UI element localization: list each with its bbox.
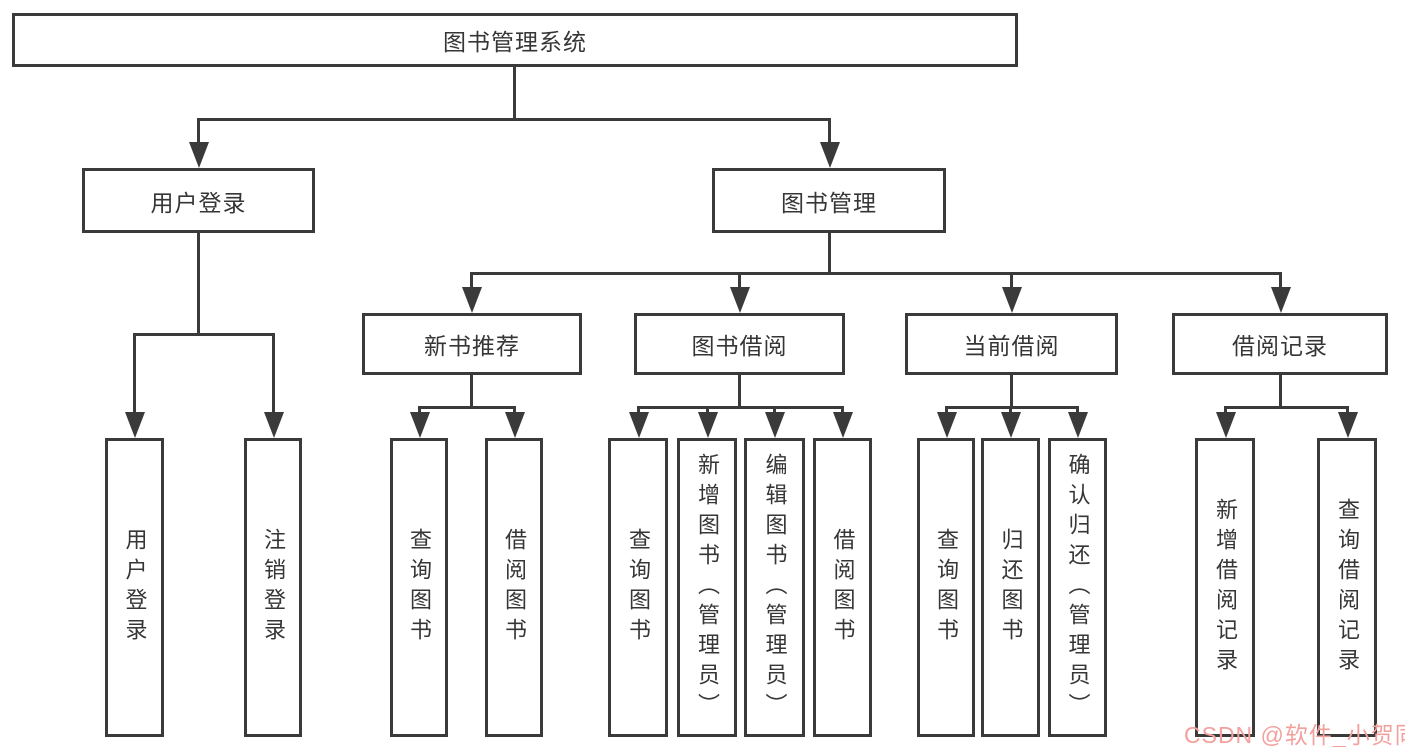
leaf-current-confirm-admin: 确认归还（管理员）	[1048, 438, 1107, 737]
leaf-newbook-borrow: 借阅图书	[485, 438, 543, 737]
arrowhead-icon	[698, 412, 718, 438]
node-current-borrowing-label: 当前借阅	[963, 333, 1060, 359]
arrowhead-icon	[125, 412, 145, 438]
arrowhead-icon	[264, 412, 284, 438]
node-book-borrowing: 图书借阅	[634, 313, 845, 375]
arrowhead-icon	[1338, 412, 1358, 438]
node-root-label: 图书管理系统	[443, 29, 587, 55]
node-root: 图书管理系统	[12, 13, 1018, 67]
leaf-borrow-edit-admin: 编辑图书（管理员）	[744, 438, 805, 737]
connector-line	[945, 406, 1079, 409]
node-user-login-label: 用户登录	[150, 189, 247, 216]
arrowhead-icon	[189, 142, 209, 168]
connector-line	[1279, 375, 1282, 409]
leaf-current-query-label: 查询图书	[934, 527, 959, 648]
connector-line	[197, 118, 831, 121]
node-book-borrowing-label: 图书借阅	[691, 333, 788, 359]
connector-line	[197, 118, 200, 150]
connector-line	[1279, 272, 1282, 290]
arrowhead-icon	[833, 412, 853, 438]
leaf-borrow-borrow: 借阅图书	[813, 438, 872, 737]
leaf-logout: 注销登录	[244, 438, 302, 737]
connector-line	[637, 406, 843, 409]
node-new-book-recommend: 新书推荐	[362, 313, 582, 375]
arrowhead-icon	[629, 412, 649, 438]
leaf-current-return: 归还图书	[981, 438, 1040, 737]
leaf-borrow-query: 查询图书	[608, 438, 668, 737]
node-book-management: 图书管理	[712, 168, 946, 233]
arrowhead-icon	[937, 412, 957, 438]
leaf-current-query: 查询图书	[917, 438, 975, 737]
leaf-borrow-add-admin: 新增图书（管理员）	[677, 438, 737, 737]
arrowhead-icon	[410, 412, 430, 438]
arrowhead-icon	[730, 287, 750, 313]
node-new-book-recommend-label: 新书推荐	[424, 333, 520, 359]
connector-line	[738, 375, 741, 409]
arrowhead-icon	[1216, 412, 1236, 438]
leaf-current-confirm-admin-label: 确认归还（管理员）	[1065, 452, 1091, 723]
connector-line	[272, 333, 275, 415]
leaf-record-add-label: 新增借阅记录	[1213, 497, 1238, 678]
leaf-borrow-add-admin-label: 新增图书（管理员）	[695, 452, 720, 723]
leaf-newbook-query-label: 查询图书	[407, 527, 432, 648]
leaf-newbook-query: 查询图书	[390, 438, 448, 737]
connector-line	[828, 233, 831, 275]
arrowhead-icon	[1271, 287, 1291, 313]
leaf-logout-label: 注销登录	[261, 527, 286, 648]
arrowhead-icon	[1002, 287, 1022, 313]
connector-line	[197, 233, 200, 336]
leaf-record-query-label: 查询借阅记录	[1335, 497, 1360, 678]
connector-line	[470, 375, 473, 409]
leaf-record-add: 新增借阅记录	[1195, 438, 1255, 737]
leaf-current-return-label: 归还图书	[998, 527, 1024, 648]
connector-line	[1224, 406, 1349, 409]
connector-line	[133, 333, 275, 336]
leaf-user-login-label: 用户登录	[122, 527, 148, 648]
leaf-borrow-edit-admin-label: 编辑图书（管理员）	[762, 452, 788, 723]
node-current-borrowing: 当前借阅	[905, 313, 1118, 375]
leaf-borrow-borrow-label: 借阅图书	[830, 527, 856, 648]
leaf-newbook-borrow-label: 借阅图书	[502, 527, 527, 648]
connector-line	[470, 272, 1282, 275]
node-borrow-records-label: 借阅记录	[1232, 333, 1328, 359]
arrowhead-icon	[505, 412, 525, 438]
leaf-borrow-query-label: 查询图书	[626, 527, 651, 648]
connector-line	[828, 118, 831, 150]
node-borrow-records: 借阅记录	[1172, 313, 1388, 375]
connector-line	[470, 272, 473, 290]
connector-line	[133, 333, 136, 415]
connector-line	[1010, 272, 1013, 290]
connector-line	[738, 272, 741, 290]
connector-line	[1010, 375, 1013, 409]
arrowhead-icon	[1001, 412, 1021, 438]
arrowhead-icon	[765, 412, 785, 438]
arrowhead-icon	[462, 287, 482, 313]
arrowhead-icon	[820, 142, 840, 168]
connector-line	[513, 66, 516, 119]
arrowhead-icon	[1068, 412, 1088, 438]
leaf-user-login: 用户登录	[105, 438, 164, 737]
node-user-login: 用户登录	[82, 168, 315, 233]
connector-line	[418, 406, 516, 409]
node-book-management-label: 图书管理	[781, 189, 877, 216]
leaf-record-query: 查询借阅记录	[1317, 438, 1377, 737]
watermark: CSDN @软件_小贺同学	[1184, 722, 1405, 747]
